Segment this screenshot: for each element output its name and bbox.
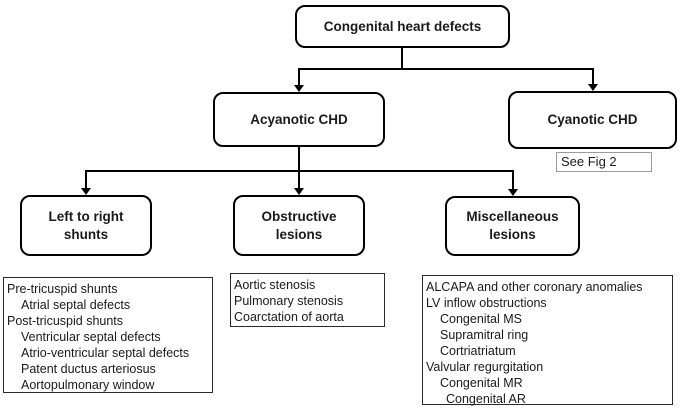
list-item: Valvular regurgitation	[426, 360, 544, 374]
list-item: Pulmonary stenosis	[234, 294, 344, 308]
list-item: Aortic stenosis	[234, 278, 316, 292]
node-label: Cyanotic CHD	[547, 112, 638, 127]
list-left-to-right-shunts: Pre-tricuspid shunts Atrial septal defec…	[3, 277, 213, 393]
connector-level1-horizontal	[298, 68, 594, 70]
list-item: ALCAPA and other coronary anomalies	[426, 280, 643, 294]
connector-acyanotic-down	[298, 146, 300, 172]
list-item: Coarctation of aorta	[234, 310, 344, 324]
list-item: Aortopulmonary window	[21, 378, 155, 392]
node-miscellaneous-lesions: Miscellaneous lesions	[445, 196, 580, 256]
connector-acyanotic-drop	[298, 68, 300, 86]
node-acyanotic-chd: Acyanotic CHD	[213, 92, 385, 147]
node-label: Miscellaneous lesions	[466, 209, 559, 242]
list-item: Congenital AR	[446, 392, 526, 406]
arrow-down-icon	[294, 85, 304, 92]
see-fig-2-note: See Fig 2	[556, 152, 652, 172]
list-item: LV inflow obstructions	[426, 296, 547, 310]
arrow-down-icon	[81, 188, 91, 195]
list-item: Supramitral ring	[440, 328, 529, 342]
see-fig-2-label: See Fig 2	[561, 154, 617, 169]
list-item: Atrio-ventricular septal defects	[21, 346, 190, 360]
arrow-down-icon	[508, 189, 518, 196]
list-item: Atrial septal defects	[21, 298, 131, 312]
list-obstructive-lesions: Aortic stenosis Pulmonary stenosis Coarc…	[230, 273, 385, 327]
connector-obstructive-drop	[298, 170, 300, 189]
list-item: Cortriatriatum	[440, 344, 516, 358]
list-item: Pre-tricuspid shunts	[7, 282, 118, 296]
node-cyanotic-chd: Cyanotic CHD	[508, 91, 677, 149]
node-left-to-right-shunts: Left to right shunts	[20, 195, 152, 256]
list-item: Patent ductus arteriosus	[21, 362, 156, 376]
list-miscellaneous-lesions: ALCAPA and other coronary anomalies LV i…	[422, 275, 673, 406]
node-label: Congenital heart defects	[323, 18, 482, 34]
arrow-down-icon	[588, 84, 598, 91]
node-label: Obstructive lesions	[261, 208, 337, 242]
list-item: Congenital MS	[440, 312, 522, 326]
list-item: Ventricular septal defects	[21, 330, 161, 344]
node-label: Acyanotic CHD	[250, 111, 348, 127]
connector-root-down	[401, 47, 403, 70]
node-obstructive-lesions: Obstructive lesions	[233, 195, 365, 256]
arrow-down-icon	[294, 188, 304, 195]
connector-miscellaneous-drop	[512, 170, 514, 190]
connector-left-shunts-drop	[85, 170, 87, 189]
list-item: Congenital MR	[440, 376, 523, 390]
connector-cyanotic-drop	[592, 68, 594, 85]
list-item: Post-tricuspid shunts	[7, 314, 124, 328]
node-congenital-heart-defects: Congenital heart defects	[295, 5, 510, 48]
node-label: Left to right shunts	[48, 208, 124, 242]
